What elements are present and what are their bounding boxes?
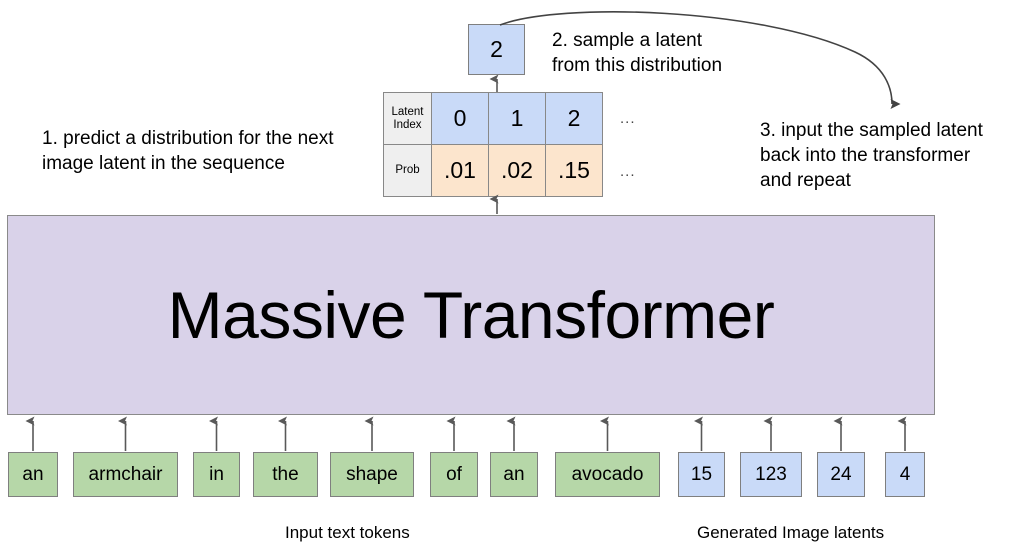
table-row-latent-index: Latent Index 0 1 2 xyxy=(383,92,603,145)
annotation-step-2-line-1: 2. sample a latent xyxy=(552,30,702,51)
row-header-line-2: Index xyxy=(393,118,422,131)
input-token-label-0: an xyxy=(22,463,44,485)
generated-latent-label-3: 4 xyxy=(899,463,911,485)
row-header-prob: Prob xyxy=(383,144,432,197)
annotation-step-1: 1. predict a distribution for the next i… xyxy=(42,126,372,176)
caption-input-text-tokens: Input text tokens xyxy=(285,523,410,542)
input-token-label-3: the xyxy=(272,463,299,485)
annotation-step-3-line-2: back into the transformer xyxy=(760,145,971,166)
prob-cell-2: .15 xyxy=(545,144,603,197)
caption-generated-image-latents: Generated Image latents xyxy=(697,523,885,542)
annotation-step-2-line-2: from this distribution xyxy=(552,55,723,76)
input-token-label-2: in xyxy=(209,463,224,485)
generated-latent-2: 24 xyxy=(817,452,865,497)
input-token-4: shape xyxy=(330,452,414,497)
input-token-label-4: shape xyxy=(346,463,398,485)
input-token-2: in xyxy=(193,452,240,497)
prob-cell-1: .02 xyxy=(488,144,546,197)
input-token-6: an xyxy=(490,452,538,497)
input-token-1: armchair xyxy=(73,452,178,497)
generated-latent-label-2: 24 xyxy=(830,463,852,485)
latent-index-ellipsis: ... xyxy=(620,110,636,127)
annotation-step-3-line-1: 3. input the sampled latent xyxy=(760,120,983,141)
input-token-3: the xyxy=(253,452,318,497)
distribution-table: Latent Index 0 1 2 Prob .01 .02 .15 xyxy=(383,92,603,197)
prob-cell-0: .01 xyxy=(431,144,489,197)
input-token-label-5: of xyxy=(446,463,462,485)
row-header-line-1: Latent xyxy=(391,105,424,118)
row-header-latent-index: Latent Index xyxy=(383,92,432,145)
generated-latent-label-1: 123 xyxy=(755,463,787,485)
sampled-latent-box: 2 xyxy=(468,24,525,75)
input-token-7: avocado xyxy=(555,452,660,497)
generated-latent-3: 4 xyxy=(885,452,925,497)
generated-latent-0: 15 xyxy=(678,452,725,497)
annotation-step-3: 3. input the sampled latent back into th… xyxy=(760,118,1020,193)
latent-index-cell-0: 0 xyxy=(431,92,489,145)
table-row-prob: Prob .01 .02 .15 xyxy=(383,144,603,197)
prob-ellipsis: ... xyxy=(620,163,636,180)
annotation-step-1-line-1: 1. predict a distribution for the next xyxy=(42,128,334,149)
generated-latent-label-0: 15 xyxy=(690,463,713,485)
generated-latent-1: 123 xyxy=(740,452,802,497)
annotation-step-1-line-2: image latent in the sequence xyxy=(42,153,285,174)
input-token-label-1: armchair xyxy=(88,463,163,485)
transformer-label: Massive Transformer xyxy=(167,278,775,352)
latent-index-cell-2: 2 xyxy=(545,92,603,145)
latent-index-cell-1: 1 xyxy=(488,92,546,145)
input-token-label-6: an xyxy=(503,463,525,485)
transformer-block: Massive Transformer xyxy=(7,215,935,415)
annotation-step-3-line-3: and repeat xyxy=(760,170,851,191)
input-token-label-7: avocado xyxy=(571,463,644,485)
input-token-5: of xyxy=(430,452,478,497)
sampled-latent-value: 2 xyxy=(490,36,503,62)
input-token-0: an xyxy=(8,452,58,497)
annotation-step-2: 2. sample a latent from this distributio… xyxy=(552,28,802,78)
